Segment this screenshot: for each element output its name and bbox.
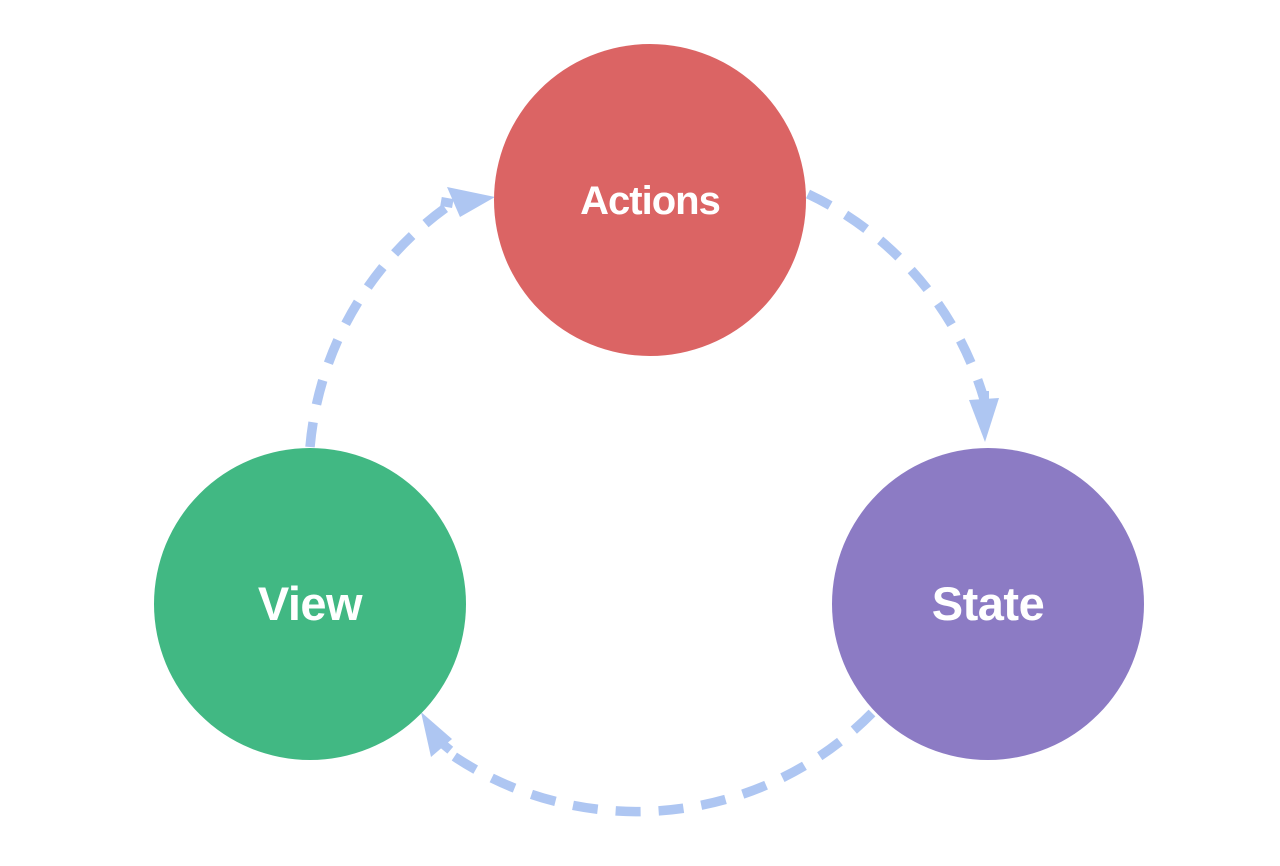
- arrow-stub-state-to-view: [438, 739, 454, 754]
- state-label: State: [932, 577, 1044, 630]
- arrowhead-actions-to-state: [969, 398, 999, 442]
- arrow-state-to-view: [439, 709, 876, 817]
- arrow-stub-view-to-actions: [440, 197, 454, 208]
- actions-label: Actions: [580, 179, 720, 223]
- arrow-actions-to-state: [805, 189, 989, 401]
- view-label: View: [258, 577, 363, 630]
- arrow-view-to-actions: [305, 198, 457, 448]
- arrowhead-view-to-actions: [447, 187, 495, 217]
- arrow-stub-actions-to-state: [979, 391, 989, 403]
- arrowhead-state-to-view: [421, 712, 452, 757]
- view-node: [154, 448, 466, 760]
- actions-node: [494, 44, 806, 356]
- state-node: [832, 448, 1144, 760]
